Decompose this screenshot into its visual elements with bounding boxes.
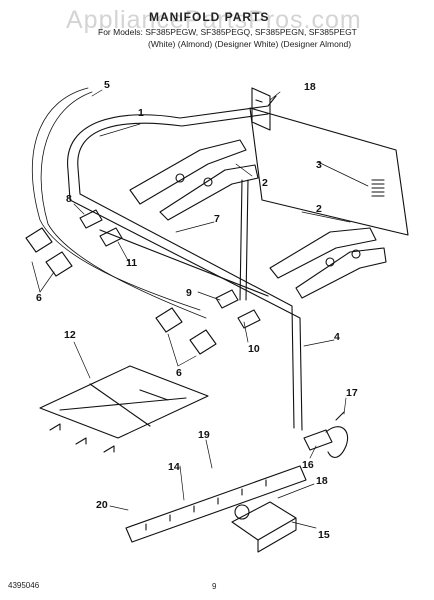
ignitor-wiring — [31, 87, 201, 311]
callout-20: 20 — [96, 499, 108, 511]
bracket-left — [25, 227, 73, 277]
callout-7: 7 — [214, 213, 220, 225]
valve-left-lower — [99, 227, 123, 247]
callout-8: 8 — [66, 193, 72, 205]
document-number: 4395046 — [8, 581, 40, 590]
callout-4: 4 — [334, 331, 340, 343]
callout-6-left: 6 — [36, 292, 42, 304]
watermark: AppliancePartsPros.com — [66, 6, 362, 34]
heat-shield — [39, 365, 209, 439]
pressure-regulator — [231, 501, 297, 553]
callout-17: 17 — [346, 387, 358, 399]
ground-wire — [335, 411, 345, 421]
manifold-pipe-inner — [77, 113, 295, 429]
callout-5: 5 — [104, 79, 110, 91]
callout-3: 3 — [316, 159, 322, 171]
model-list: For Models: SF385PEGW, SF385PEGQ, SF385P… — [98, 27, 357, 37]
callout-19: 19 — [198, 429, 210, 441]
callout-14: 14 — [168, 461, 180, 473]
valve-right-lower — [237, 309, 261, 329]
color-list: (White) (Almond) (Designer White) (Desig… — [148, 39, 352, 49]
burner-heat-panel — [249, 107, 409, 236]
manifold-rail — [125, 465, 307, 543]
callout-6-right: 6 — [176, 367, 182, 379]
ignitor-switch — [303, 426, 348, 458]
front-burner-tubes — [269, 227, 387, 299]
valve-right-upper — [215, 289, 239, 309]
bracket-right — [155, 307, 217, 355]
rear-bracket — [251, 87, 271, 131]
callout-16: 16 — [302, 459, 314, 471]
callout-10: 10 — [248, 343, 260, 355]
callout-2-lower: 2 — [316, 203, 322, 215]
orifice-spring — [371, 179, 385, 197]
callout-15: 15 — [318, 529, 330, 541]
callout-18-upper: 18 — [304, 81, 316, 93]
diagram-title: MANIFOLD PARTS — [149, 10, 270, 24]
page-number: 9 — [212, 582, 217, 591]
callout-12: 12 — [64, 329, 76, 341]
callout-11: 11 — [126, 257, 138, 269]
rear-burner-tubes — [129, 139, 259, 221]
callout-18-lower: 18 — [316, 475, 328, 487]
callout-1: 1 — [138, 107, 144, 119]
callout-9: 9 — [186, 287, 192, 299]
callout-2-upper: 2 — [262, 177, 268, 189]
valve-left-upper — [79, 209, 103, 229]
connector-tube — [239, 179, 249, 301]
manifold-pipe — [67, 95, 303, 431]
